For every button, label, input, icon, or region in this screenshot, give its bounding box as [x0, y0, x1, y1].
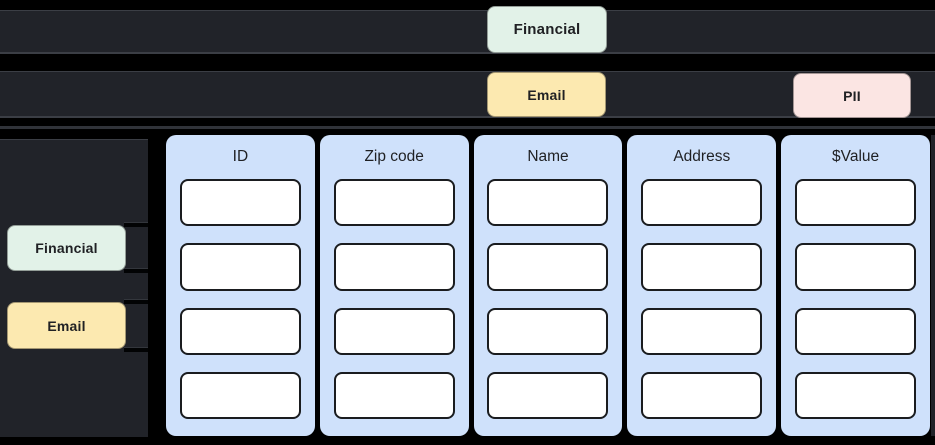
- tag-email-stream[interactable]: Email: [487, 72, 606, 117]
- tag-pii-stream[interactable]: PII: [793, 73, 911, 118]
- column-header: ID: [232, 148, 249, 166]
- stream-bar-divider: [0, 126, 935, 129]
- table-cell: [333, 307, 455, 355]
- table-cell: [641, 243, 763, 291]
- table-cell: [641, 371, 763, 419]
- table-cell: [179, 179, 301, 227]
- row-groove: [124, 268, 148, 273]
- column-name: Name: [473, 135, 623, 436]
- table-cell: [179, 307, 301, 355]
- table-cell: [333, 371, 455, 419]
- row-groove: [124, 347, 148, 352]
- tag-email-sidebar[interactable]: Email: [7, 302, 126, 349]
- row-groove: [124, 222, 148, 227]
- table-cell: [487, 179, 609, 227]
- column-header: $Value: [832, 148, 880, 166]
- column-address: Address: [627, 135, 777, 436]
- table-cell: [641, 307, 763, 355]
- table-cell: [795, 243, 917, 291]
- table-cell: [179, 243, 301, 291]
- row-groove: [124, 299, 148, 304]
- table-cell: [487, 307, 609, 355]
- cutoff-panel-sliver: [931, 135, 935, 436]
- tag-financial-sidebar[interactable]: Financial: [7, 225, 126, 271]
- table-cell: [795, 371, 917, 419]
- table-cell: [795, 307, 917, 355]
- column-header: Zip code: [364, 148, 424, 166]
- table-cell: [333, 243, 455, 291]
- table-cell: [795, 179, 917, 227]
- table-columns: ID Zip code Name Address: [166, 135, 930, 436]
- column-id: ID: [166, 135, 315, 436]
- stream-bar-1: [0, 10, 935, 54]
- column-zip-code: Zip code: [319, 135, 469, 436]
- column-header: Address: [673, 148, 731, 166]
- table-cell: [179, 371, 301, 419]
- sidebar: Financial Email: [0, 139, 148, 437]
- table-cell: [641, 179, 763, 227]
- tag-financial-stream[interactable]: Financial: [487, 6, 607, 53]
- table-cell: [333, 179, 455, 227]
- column-value: $Value: [781, 135, 930, 436]
- column-header: Name: [527, 148, 569, 166]
- table-cell: [487, 243, 609, 291]
- table-cell: [487, 371, 609, 419]
- stream-bar-2: [0, 71, 935, 118]
